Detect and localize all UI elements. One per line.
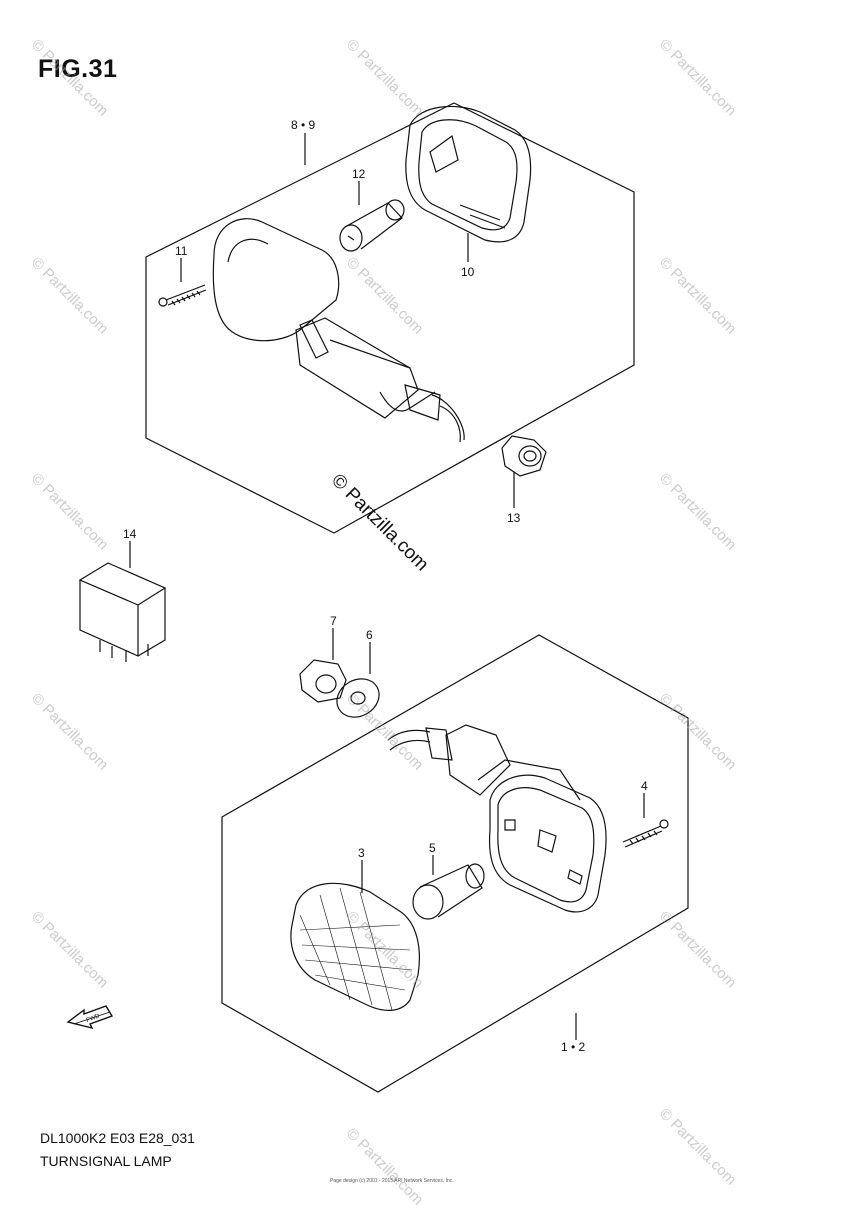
callout-12: 12: [352, 167, 366, 181]
callout-5: 5: [429, 841, 436, 855]
part-5-bulb: [412, 863, 485, 920]
diagram-caption: TURNSIGNAL LAMP: [40, 1153, 172, 1169]
callout-11: 11: [175, 244, 188, 258]
callout-6: 6: [366, 628, 373, 642]
part-4-screw: [622, 819, 669, 848]
copyright-line: Page design (c) 2001 - 2015 ARI Network …: [330, 1178, 454, 1184]
part-12-bulb: [339, 199, 405, 252]
callout-1-2: 1 • 2: [561, 1040, 586, 1054]
figure-title: FIG.31: [38, 55, 118, 83]
part-3-lens: [290, 882, 420, 1011]
callout-7: 7: [330, 614, 337, 628]
upper-assembly-outline: [145, 102, 635, 534]
fwd-arrow: [66, 1005, 114, 1030]
lower-assembly-outline: [221, 634, 689, 1093]
fwd-label: FWD: [86, 1013, 102, 1024]
callout-10: 10: [461, 265, 475, 279]
callout-3: 3: [358, 846, 365, 860]
diagram-code: DL1000K2 E03 E28_031: [40, 1130, 195, 1146]
callout-8-9: 8 • 9: [291, 118, 316, 132]
part-8-9-turnsignal-housing: [212, 218, 465, 443]
part-13-nut: [501, 435, 547, 477]
callout-14: 14: [123, 527, 137, 541]
part-7-nut: [299, 659, 347, 703]
part-10-lens: [405, 105, 532, 243]
part-14-relay: [78, 562, 167, 662]
callout-4: 4: [641, 779, 648, 793]
part-6-washer: [336, 678, 380, 718]
callout-13: 13: [507, 511, 521, 525]
part-1-2-turnsignal-housing: [387, 724, 607, 913]
part-11-screw: [158, 284, 207, 307]
